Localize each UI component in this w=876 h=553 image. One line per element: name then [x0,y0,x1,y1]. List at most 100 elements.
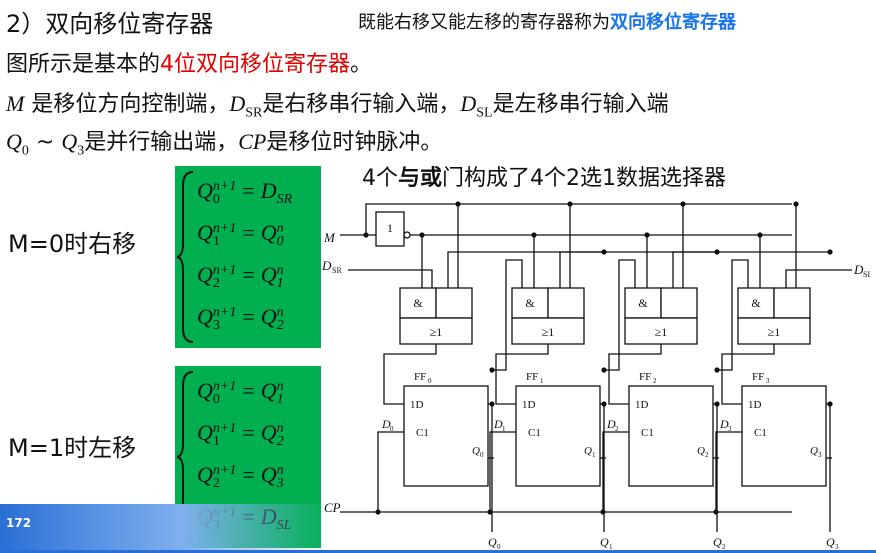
left-brace-icon [176,171,194,343]
circuit-wire [715,431,742,512]
ff-d-label: 1D [748,399,762,411]
ff-qbar-sub: 3 [818,451,822,459]
equation-part: n [276,420,284,436]
equation-part: n+1 [212,420,237,436]
equation-part: n+1 [212,304,237,320]
ff-d-label: 1D [522,399,536,411]
flip-flop [515,385,601,487]
dsl-symbol: D [460,91,477,116]
definition-text: 既能右移又能左移的寄存器称为双向移位寄存器 [358,8,736,34]
junction-dot [714,249,720,255]
dsr-input-sub: SR [332,266,342,275]
junction-dot [827,401,833,407]
and-gate [773,287,811,319]
ff-qbar-sub: 2 [705,451,709,459]
circuit-wire [348,269,433,288]
circuit-wire [672,251,830,288]
q-output-label: Q [600,535,609,549]
equation-part: 1 [276,391,284,407]
or-gate [399,317,473,345]
equation-part: n+1 [212,178,237,194]
equation-part: Q [197,420,213,445]
inverter-label: 1 [387,221,393,235]
circuit-wire [377,431,404,512]
and-gate [435,287,473,319]
and-label: & [413,296,423,310]
equation-part: = [242,304,255,329]
junction-dot [419,232,425,238]
intro-highlight: 4位双向移位寄存器 [160,52,351,77]
junction-dot [601,249,607,255]
junction-dot [793,201,799,207]
ff-d-label: 1D [635,399,649,411]
mux-caption: 4个与或门构成了4个2选1数据选择器 [362,160,726,192]
bottom-divider [0,550,876,553]
definition-prefix: 既能右移又能左移的寄存器称为 [358,12,610,33]
junction-dot [714,401,720,407]
junction-dot [455,201,461,207]
equation-part [277,180,293,193]
ff-qbar-label: Q [584,445,592,457]
ff-sub: 1 [540,377,544,385]
output-line: Q0 ~ Q3是并行输出端，CP是移位时钟脉冲。 [6,124,442,159]
ff-sub: 2 [653,377,657,385]
cp-desc: 是移位时钟脉冲。 [266,130,443,155]
equation-part: Q [197,220,213,245]
junction-dot [489,367,495,373]
equation-part: n+1 [212,378,237,394]
d-input-label: D [606,417,616,431]
junction-dot [827,249,833,255]
equation-part: 0 [212,191,220,207]
equation-part: n [276,262,284,278]
m-input-label: M [323,230,336,245]
intro-line: 图所示是基本的4位双向移位寄存器。 [6,46,372,78]
dsr-input-label: D [322,258,332,273]
equation-part: SR [276,191,293,207]
ff-c-label: C1 [416,427,429,439]
circuit-wire [383,344,437,405]
or-label: ≥1 [542,325,555,339]
equation-part: = [242,178,255,203]
ff-c-label: C1 [528,427,541,439]
equation-part: 1 [276,275,284,291]
and-label: & [751,296,761,310]
d-input-sub: 0 [390,425,394,433]
junction-dot [601,401,607,407]
dsr-symbol: D [229,91,246,116]
circuit-wire [604,259,636,371]
circuit-wire [608,344,662,405]
circuit-wire [489,431,516,512]
equation-part: 2 [276,433,284,449]
dsl-input-sub: SL [863,270,870,279]
d-input-sub: 1 [502,425,506,433]
equation-part: Q [260,262,277,287]
equation-part: = [242,378,255,403]
m-desc: 是移位方向控制端， [24,92,230,117]
ff-qbar-sub: 1 [592,451,596,459]
or-label: ≥1 [430,325,443,339]
equation-part: 1 [212,233,220,249]
q-output-sub: 3 [835,543,839,550]
equation-part: Q [260,304,277,329]
intro-suffix: 。 [350,52,373,77]
equation-part: D [260,178,277,203]
ff-qbar-sub: 0 [480,451,484,459]
equation-part: 2 [212,475,220,491]
equation-part: = [242,462,255,487]
equation-part: Q [260,220,277,245]
circuit-wire [495,344,549,405]
dsl-desc: 是左移串行输入端 [492,92,669,117]
equation-part: n [276,220,284,236]
mux-pre: 4个 [362,166,398,191]
and-gate [660,287,698,319]
equation-part: = [242,220,255,245]
equation-part: 3 [276,475,284,491]
circuit-wire [365,203,792,235]
junction-dot [363,232,369,238]
q-desc: 是并行输出端， [84,130,239,155]
circuit-wire [602,431,629,512]
equation-part: 1 [212,433,220,449]
